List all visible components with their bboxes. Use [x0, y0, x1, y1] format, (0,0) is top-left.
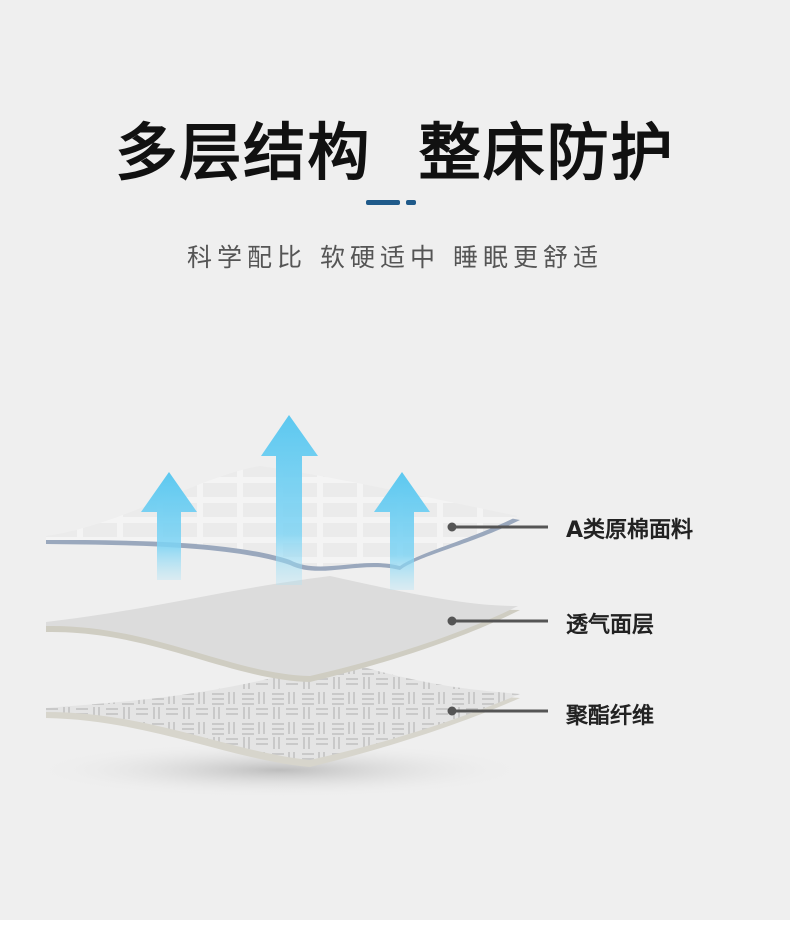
leader-lines	[447, 522, 548, 716]
arrow-icon	[374, 472, 430, 590]
airflow-arrows	[141, 415, 430, 590]
arrow-icon	[141, 472, 197, 580]
arrow-icon	[261, 415, 318, 585]
page-subtitle: 科学配比 软硬适中 睡眠更舒适	[187, 243, 603, 272]
label-breathable: 透气面层	[566, 613, 655, 638]
label-cotton: A类原棉面料	[566, 518, 694, 543]
layer-breathable	[46, 576, 520, 682]
page-title: 多层结构 整床防护	[115, 116, 675, 189]
label-polyester: 聚酯纤维	[566, 704, 655, 729]
title-divider	[366, 200, 400, 205]
title-divider-dot	[406, 200, 416, 205]
layer-polyester	[46, 660, 520, 767]
shadow	[30, 742, 530, 798]
